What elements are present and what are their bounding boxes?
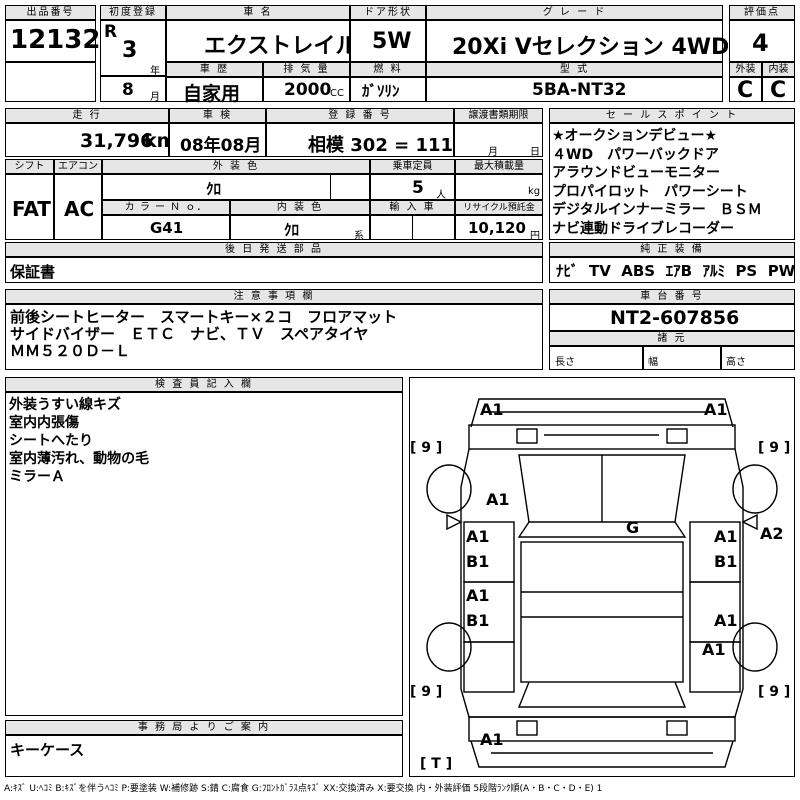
inspector-notes: 外装うすい線キズ 室内内張傷 シートへたり 室内薄汚れ、動物の毛 ミラーＡ	[9, 397, 150, 485]
history-label: 車 歴	[166, 62, 263, 77]
plate-label: 登 録 番 号	[266, 108, 454, 123]
plate-number: 相模 302 = 1118	[308, 135, 466, 156]
mark-front-door-right-a: A1	[714, 527, 738, 546]
body-color-label: 外 装 色	[102, 159, 370, 174]
car-name: エクストレイル	[204, 34, 358, 59]
capacity: 5	[412, 178, 424, 198]
int-color-label: 内 装 色	[230, 200, 370, 215]
ac-label: エアコン	[54, 159, 102, 174]
tire-rear-right: [ 9 ]	[758, 684, 791, 700]
era: R	[104, 22, 118, 42]
model-code: 5BA-NT32	[532, 80, 627, 100]
sales-point-item: プロパイロット パワーシート	[552, 183, 748, 200]
displacement-label: 排 気 量	[263, 62, 350, 77]
sales-point-item: ★オークションデビュー★	[552, 128, 718, 144]
spec-label: 諸 元	[549, 331, 795, 346]
reg-month: 8	[122, 80, 134, 100]
int-grade-label: 内装	[762, 62, 795, 77]
inspection-label: 車 検	[169, 108, 266, 123]
length-label: 長さ	[555, 357, 575, 368]
office-label: 事 務 局 よ り ご 案 内	[5, 720, 403, 735]
mark-glass: G	[626, 518, 640, 537]
mark-rear-bumper: A1	[480, 730, 504, 749]
later-parts: 保証書	[10, 263, 56, 281]
grade-label: グ レ ー ド	[426, 5, 723, 20]
load-label: 最大積載量	[455, 159, 543, 174]
displacement: 2000	[284, 80, 332, 100]
model-label: 型 式	[426, 62, 723, 77]
reg-year: 3	[122, 38, 138, 63]
mark-front-fender: A1	[486, 490, 510, 509]
body-color: ｸﾛ	[206, 180, 222, 198]
score-label: 評価点	[729, 5, 795, 20]
lot-number: 12132	[10, 25, 101, 55]
mark-right-side: A2	[760, 524, 784, 543]
mark-rear-door-right: A1	[714, 611, 738, 630]
sales-point-item: ナビ連動ドライブレコーダー	[552, 220, 734, 237]
later-parts-label: 後 日 発 送 部 品	[5, 242, 543, 257]
recycle-fee: 10,120	[468, 219, 526, 237]
sales-point-list: ★オークションデビュー★ ４WD パワーバックドア アラウンドビューモニター プ…	[552, 127, 762, 238]
car-name-label: 車 名	[166, 5, 350, 20]
caution-notes: 前後シートヒーター スマートキー×２コ フロアマット サイドバイザー ＥＴＣ ナ…	[10, 308, 398, 360]
mark-rear-door-left-b: B1	[466, 611, 490, 630]
fuel: ｶﾞｿﾘﾝ	[362, 82, 400, 100]
mark-rear-door-left-a: A1	[466, 586, 490, 605]
legend: A:ｷｽﾞ U:ﾍｺﾐ B:ｷｽﾞを伴うﾍｺﾐ P:要塗装 W:補修跡 S:錆 …	[4, 784, 603, 794]
damage-diagram	[409, 377, 795, 777]
width-label: 幅	[648, 357, 658, 368]
ext-grade: C	[737, 78, 754, 103]
mark-rear-quarter: A1	[702, 640, 726, 659]
history: 自家用	[183, 83, 241, 105]
shift-label: シフト	[5, 159, 54, 174]
import-label: 輸 入 車	[370, 200, 455, 215]
grade: 20Xi Vセレクション 4WD	[452, 35, 730, 60]
door-type: 5W	[372, 29, 412, 54]
lot-label: 出品番号	[5, 5, 96, 20]
int-color: ｸﾛ	[284, 221, 300, 239]
shift: FAT	[12, 197, 51, 221]
tire-rear-left: [ 9 ]	[410, 684, 443, 700]
color-no-label: カ ラ ー Ｎ ｏ．	[102, 200, 230, 215]
spare-tire-mark: [ T ]	[420, 756, 453, 772]
door-label: ドア形状	[350, 5, 426, 20]
equipment-label: 純 正 装 備	[549, 242, 795, 257]
color-no: G41	[150, 219, 184, 237]
inspector-label: 検 査 員 記 入 欄	[5, 377, 403, 392]
chassis-label: 車 台 番 号	[549, 289, 795, 304]
tire-front-right: [ 9 ]	[758, 440, 791, 456]
mark-front-door-left-b: B1	[466, 552, 490, 571]
sales-point-item: デジタルインナーミラー ＢＳＭ	[552, 202, 762, 218]
capacity-label: 乗車定員	[370, 159, 455, 174]
chassis-number: NT2-607856	[610, 307, 740, 329]
inspection-date: 08年08月	[180, 136, 262, 156]
int-grade: C	[770, 78, 787, 103]
office-note: キーケース	[10, 741, 85, 759]
sales-point-label: セ ー ル ス ポ イ ン ト	[549, 108, 795, 123]
sales-point-item: アラウンドビューモニター	[552, 165, 720, 181]
fuel-label: 燃 料	[350, 62, 426, 77]
mark-front-right: A1	[704, 400, 728, 419]
ext-grade-label: 外装	[729, 62, 762, 77]
height-label: 高さ	[726, 357, 746, 368]
mileage: 31,796	[80, 130, 154, 152]
mileage-label: 走 行	[5, 108, 169, 123]
first-reg-label: 初度登録	[100, 5, 166, 20]
mark-front-door-left-a: A1	[466, 527, 490, 546]
ac: AC	[64, 197, 95, 221]
sales-point-item: ４WD パワーバックドア	[552, 146, 719, 163]
equipment-list: ﾅﾋﾞ TV ABS ｴｱB ｱﾙﾐ PS PW	[556, 262, 796, 280]
caution-label: 注 意 事 項 欄	[5, 289, 543, 304]
mark-front-door-right-b: B1	[714, 552, 738, 571]
tire-front-left: [ 9 ]	[410, 440, 443, 456]
recycle-label: リサイクル預託金	[455, 200, 543, 215]
transfer-label: 譲渡書類期限	[454, 108, 543, 123]
mark-front-left: A1	[480, 400, 504, 419]
score: 4	[752, 29, 769, 57]
car-outline	[426, 398, 778, 768]
